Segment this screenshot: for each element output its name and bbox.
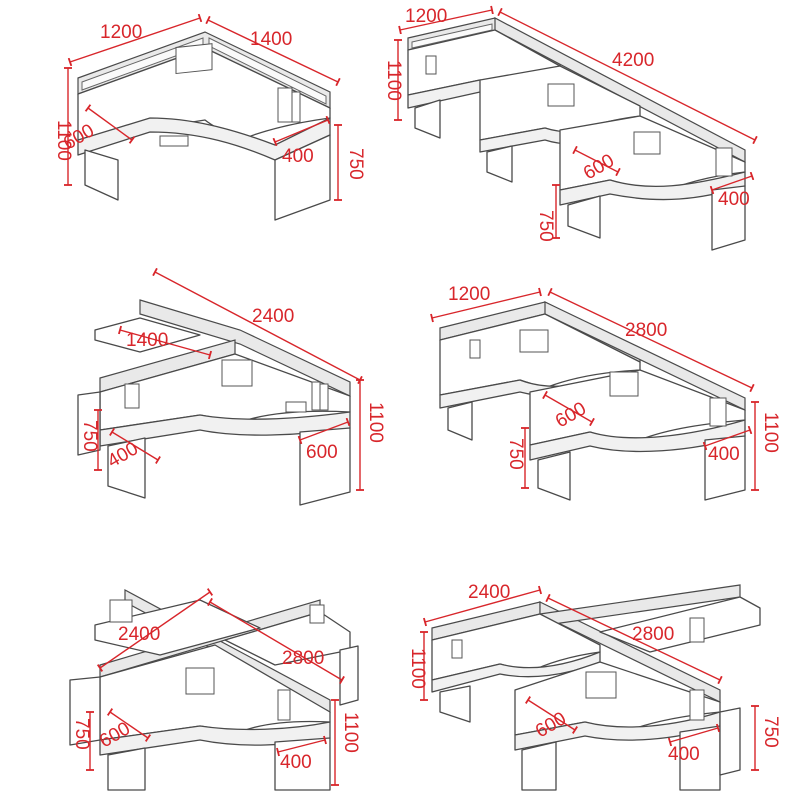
dim-width-a: 2400 (468, 582, 510, 603)
dim-width-a: 1200 (100, 22, 142, 43)
dim-width-b: 2800 (632, 624, 674, 645)
dim-width-a: 2400 (118, 624, 160, 645)
dim-height-desk: 750 (535, 210, 556, 242)
dim-return: 400 (718, 189, 750, 210)
dim-depth: 600 (306, 442, 338, 463)
layout-5-desk (69, 588, 359, 791)
layout-2-dimensions: 1200 4200 1100 600 750 400 (383, 5, 758, 242)
layout-5-dimensions: 2400 2800 750 600 400 1100 (71, 588, 361, 786)
dim-width-a: 1400 (126, 330, 168, 351)
layout-3-dimensions: 2400 1400 1100 750 400 600 (79, 267, 386, 491)
layout-4-dimensions: 1200 2800 1100 600 750 400 (430, 284, 781, 491)
dim-return: 400 (280, 752, 312, 773)
layout-3-desk (77, 299, 351, 506)
dim-width-b: 2800 (625, 320, 667, 341)
dim-width-b: 2400 (252, 306, 294, 327)
dim-height-desk: 750 (71, 718, 92, 750)
dim-height-desk: 750 (760, 716, 781, 748)
layout-1-dimensions: 1200 1400 1100 600 400 750 (53, 13, 366, 201)
dim-width-a: 1200 (448, 284, 490, 305)
dim-height-panel: 1100 (53, 120, 74, 161)
layout-6-desk (431, 584, 761, 791)
layout-4-desk (439, 301, 746, 501)
dim-width-a: 1200 (405, 6, 447, 27)
dim-height-desk: 750 (505, 438, 526, 470)
dim-return: 400 (282, 146, 314, 167)
dim-height-panel: 1100 (760, 412, 781, 453)
dim-return: 400 (708, 444, 740, 465)
dim-height-panel: 1100 (340, 712, 361, 753)
dim-return: 400 (668, 744, 700, 765)
dim-width-b: 4200 (612, 50, 654, 71)
layout-2-desk (407, 17, 746, 251)
dim-height-panel: 1100 (365, 402, 386, 443)
dim-width-b: 1400 (250, 29, 292, 50)
dim-width-b: 2800 (282, 648, 324, 669)
dim-height-desk: 750 (79, 420, 100, 452)
dim-height-panel: 1100 (383, 60, 404, 101)
dim-height-desk: 750 (345, 148, 366, 180)
dim-height-panel: 1100 (407, 648, 428, 689)
